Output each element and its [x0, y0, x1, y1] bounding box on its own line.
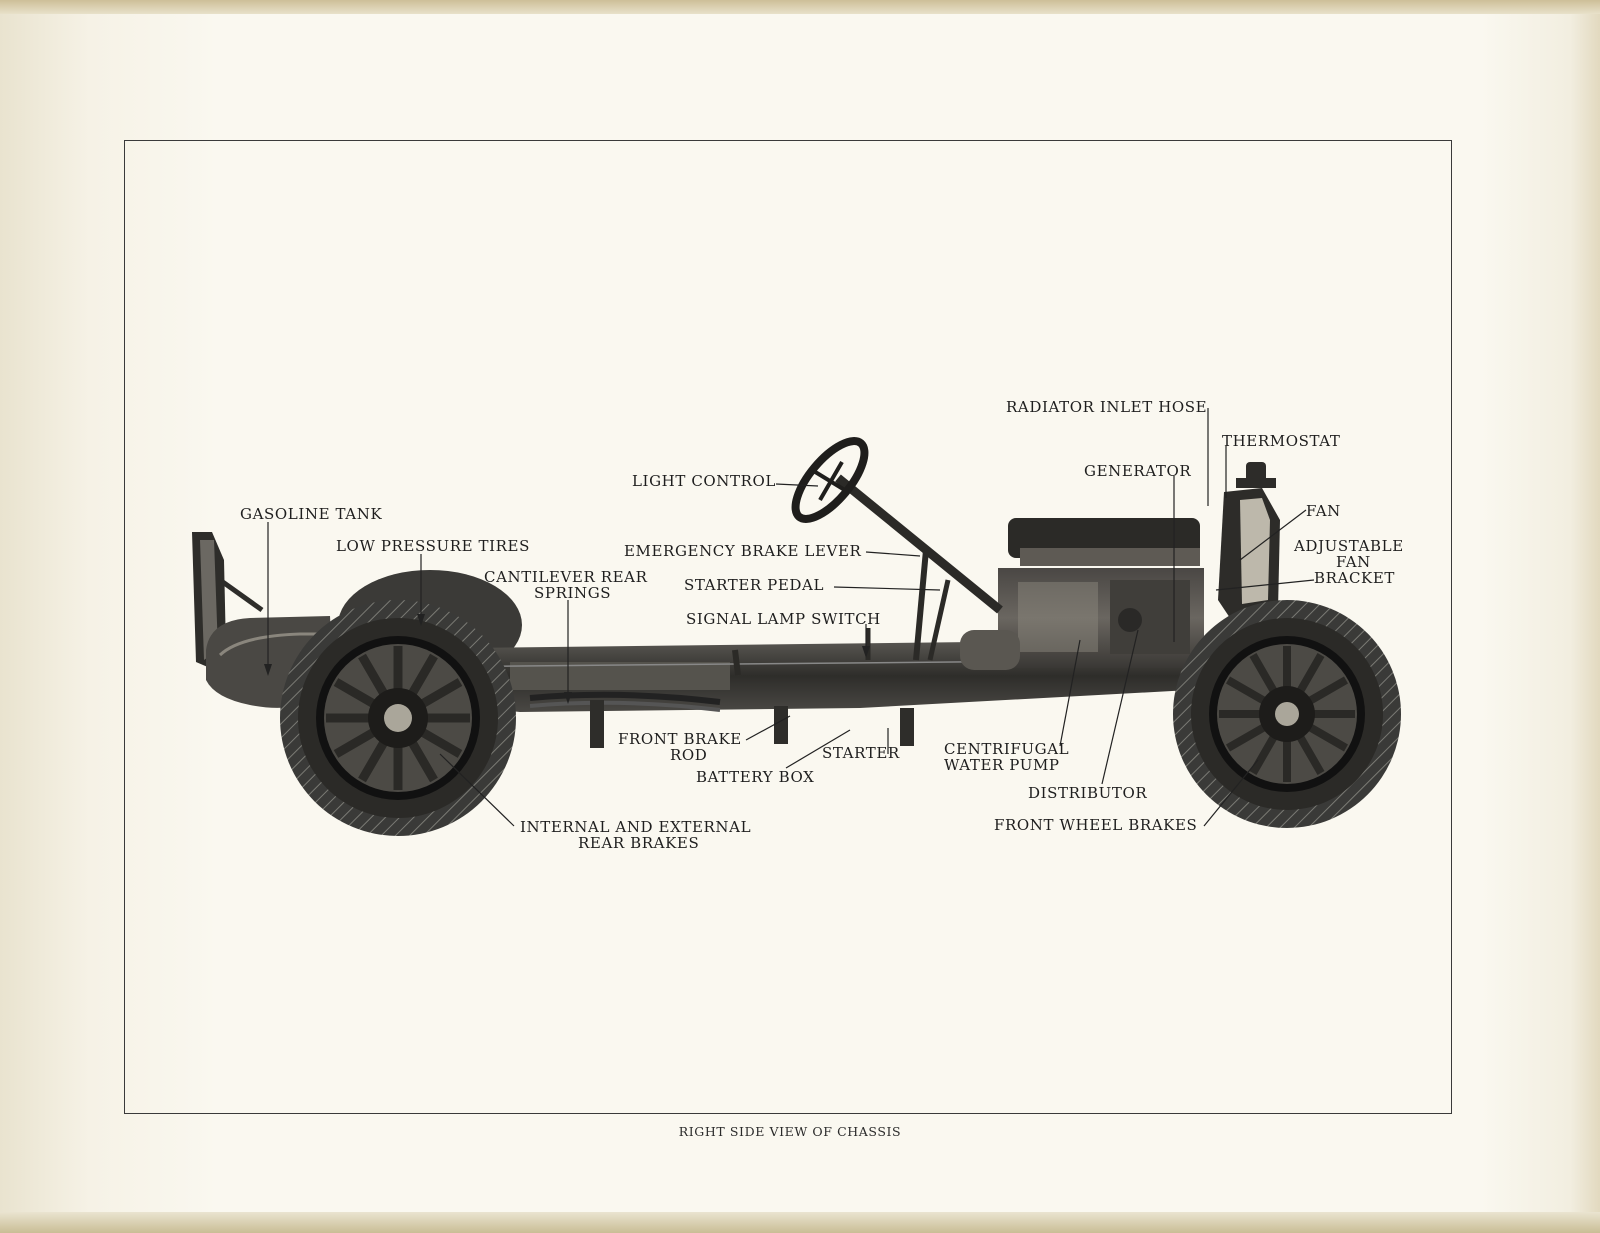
illustration-frame — [124, 140, 1452, 1114]
diagram-labels: GASOLINE TANK LOW PRESSURE TIRES CANTILE… — [240, 398, 1404, 852]
steering-wheel — [791, 437, 1003, 614]
label-centrifugal-water-pump-line2: WATER PUMP — [944, 756, 1060, 774]
figure-caption: RIGHT SIDE VIEW OF CHASSIS — [678, 1124, 902, 1139]
label-signal-lamp-switch: SIGNAL LAMP SWITCH — [686, 610, 881, 628]
chassis-illustration — [192, 437, 1401, 836]
label-internal-external-rear-brakes-line2: REAR BRAKES — [578, 834, 699, 852]
label-internal-external-rear-brakes-line1: INTERNAL AND EXTERNAL — [520, 818, 751, 836]
radiator — [1218, 462, 1280, 618]
label-starter: STARTER — [822, 744, 900, 762]
label-fan: FAN — [1306, 502, 1341, 520]
page-bottom-edge — [0, 1212, 1600, 1233]
engine — [960, 518, 1204, 670]
label-centrifugal-water-pump-line1: CENTRIFUGAL — [944, 740, 1069, 758]
page-top-edge — [0, 0, 1600, 14]
label-battery-box: BATTERY BOX — [696, 768, 814, 786]
label-starter-pedal: STARTER PEDAL — [684, 576, 824, 594]
front-wheel — [1173, 600, 1401, 828]
label-emergency-brake-lever: EMERGENCY BRAKE LEVER — [624, 542, 862, 560]
label-adjustable-fan-bracket-line1: ADJUSTABLE — [1293, 537, 1404, 555]
label-gasoline-tank: GASOLINE TANK — [240, 505, 382, 523]
label-front-wheel-brakes: FRONT WHEEL BRAKES — [994, 816, 1197, 834]
label-radiator-inlet-hose: RADIATOR INLET HOSE — [1006, 398, 1207, 416]
label-light-control: LIGHT CONTROL — [632, 472, 776, 490]
rear-wheel — [280, 600, 516, 836]
leader-lines — [264, 408, 1315, 827]
label-adjustable-fan-bracket-line3: BRACKET — [1314, 569, 1395, 587]
label-distributor: DISTRIBUTOR — [1028, 784, 1147, 802]
label-front-brake-rod-line2: ROD — [670, 746, 707, 764]
label-low-pressure-tires: LOW PRESSURE TIRES — [336, 537, 530, 555]
label-cantilever-rear-springs-line2: SPRINGS — [534, 584, 611, 602]
label-front-brake-rod-line1: FRONT BRAKE — [618, 730, 742, 748]
label-cantilever-rear-springs-line1: CANTILEVER REAR — [484, 568, 648, 586]
label-thermostat: THERMOSTAT — [1222, 432, 1340, 450]
label-generator: GENERATOR — [1084, 462, 1191, 480]
label-adjustable-fan-bracket-line2: FAN — [1336, 553, 1371, 571]
